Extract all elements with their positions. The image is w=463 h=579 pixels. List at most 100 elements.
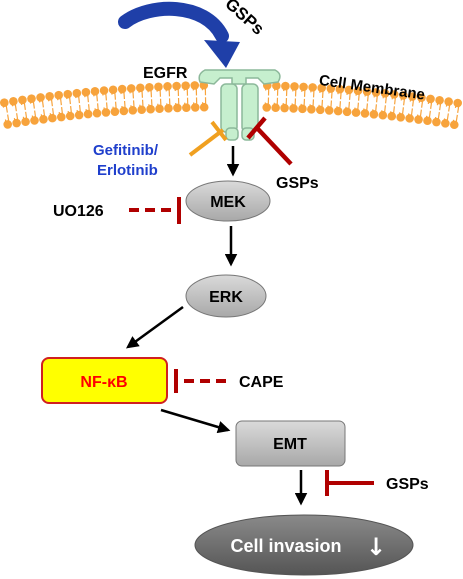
- membrane-lipid-head: [316, 105, 325, 115]
- membrane-lipid-head: [378, 110, 388, 120]
- membrane-lipid-head: [423, 116, 432, 126]
- erk-node: [185, 274, 267, 318]
- membrane-lipid-head: [190, 103, 200, 112]
- membrane-lipid-head: [453, 98, 463, 108]
- membrane-lipid-head: [308, 83, 317, 92]
- cell-membrane-label: Cell Membrane: [318, 72, 426, 104]
- gsps-curved-arrow-head: [204, 40, 240, 68]
- membrane-lipid-head: [30, 116, 39, 125]
- membrane-lipid-head: [110, 107, 120, 116]
- membrane-lipid-head: [289, 104, 298, 113]
- uo126-label: UO126: [53, 203, 104, 220]
- membrane-lipid-head: [173, 103, 182, 113]
- membrane-lipid-head: [108, 85, 118, 95]
- membrane-lipid-head: [351, 108, 361, 117]
- membrane-lipid-head: [353, 86, 363, 95]
- membrane-lipid-head: [27, 94, 36, 103]
- membrane-lipid-head: [0, 98, 9, 107]
- membrane-lipid-head: [441, 119, 450, 128]
- membrane-lipid-head: [426, 94, 435, 104]
- membrane-lipid-head: [371, 88, 381, 97]
- membrane-lipid-head: [435, 95, 444, 105]
- membrane-lipid-head: [154, 82, 163, 92]
- membrane-lipid-head: [39, 114, 48, 124]
- membrane-lipid-head: [18, 95, 27, 105]
- cape-label: CAPE: [239, 374, 284, 391]
- membrane-lipid-head: [182, 103, 191, 112]
- membrane-lipid-head: [83, 109, 93, 119]
- membrane-lipid-head: [326, 84, 336, 93]
- membrane-lipid-head: [136, 83, 145, 93]
- membrane-lipid-head: [360, 109, 370, 118]
- membrane-lipid-head: [81, 87, 91, 97]
- membrane-lipid-head: [389, 90, 399, 99]
- egfr-receptor: [198, 69, 281, 141]
- gsps-mid-label: GSPs: [276, 175, 319, 192]
- membrane-lipid-head: [119, 106, 129, 116]
- membrane-lipid-head: [164, 104, 173, 113]
- membrane-lipid-head: [417, 93, 426, 103]
- membrane-lipid-head: [307, 105, 316, 114]
- mek-node: [185, 180, 271, 222]
- membrane-lipid-head: [74, 110, 84, 120]
- gsps-curved-arrow: [118, 1, 229, 43]
- membrane-lipid-head: [299, 82, 308, 92]
- membrane-lipid-head: [262, 103, 272, 112]
- cell-invasion-label: Cell invasion: [230, 536, 341, 556]
- membrane-lipid-head: [9, 97, 18, 106]
- membrane-lipid-head: [271, 103, 280, 113]
- membrane-lipid-head: [163, 82, 172, 91]
- gefitinib-inhibitor-bar: [210, 120, 228, 142]
- membrane-lipid-head: [12, 118, 21, 128]
- membrane-lipid-head: [45, 91, 54, 101]
- membrane-lipid-head: [146, 104, 155, 114]
- mek-label: MEK: [210, 194, 246, 211]
- emt-label: EMT: [273, 436, 307, 453]
- nfkb-node: [41, 357, 168, 404]
- membrane-lipid-head: [272, 81, 281, 91]
- membrane-lipid-head: [145, 82, 154, 92]
- gsps-bottom-label: GSPs: [386, 476, 429, 493]
- gefitinib-label: Gefitinib/: [93, 142, 159, 159]
- gefitinib-inhibitor-line: [188, 128, 225, 157]
- gsps-top-label: GSPs: [221, 0, 267, 39]
- membrane-lipid-head: [65, 111, 75, 121]
- membrane-lipid-head: [444, 97, 453, 106]
- membrane-lipid-head: [90, 87, 100, 96]
- membrane-lipid-head: [317, 83, 326, 93]
- gsps-mid-inhibitor-line: [255, 126, 293, 166]
- membrane-lipid-head: [181, 81, 190, 90]
- membrane-lipid-head: [172, 81, 181, 91]
- membrane-lipid-head: [126, 84, 136, 93]
- cell-invasion-node: [194, 514, 414, 576]
- membrane-lipid-head: [408, 92, 417, 101]
- nfkb-label: NF-κB: [80, 374, 127, 391]
- membrane-lipid-head: [342, 107, 352, 117]
- down-arrow-icon: ↓: [366, 533, 386, 561]
- membrane-lipid-head: [155, 104, 164, 114]
- membrane-lipid-head: [380, 89, 390, 98]
- membrane-lipid-head: [414, 115, 423, 124]
- membrane-lipid-head: [280, 103, 289, 113]
- membrane-lipid-head: [54, 90, 64, 100]
- erlotinib-label: Erlotinib: [97, 162, 158, 179]
- membrane-lipid-head: [36, 93, 45, 102]
- membrane-lipid-head: [324, 106, 334, 115]
- membrane-lipid-head: [449, 120, 459, 130]
- membrane-lipid-head: [335, 84, 345, 94]
- membrane-lipid-head: [92, 108, 102, 118]
- arrow-nfkb-emt: [160, 408, 231, 434]
- erk-label: ERK: [209, 289, 243, 306]
- membrane-lipid-head: [117, 84, 127, 94]
- membrane-lipid-head: [290, 82, 299, 91]
- membrane-lipid-head: [298, 104, 307, 114]
- membrane-lipid-head: [333, 106, 343, 116]
- egfr-label: EGFR: [143, 65, 188, 82]
- membrane-lipid-head: [344, 85, 354, 95]
- membrane-lipid-head: [128, 106, 138, 115]
- membrane-lipid-head: [362, 87, 372, 96]
- membrane-lipid-head: [387, 111, 397, 121]
- membrane-lipid-head: [99, 86, 109, 95]
- membrane-lipid-head: [48, 113, 57, 123]
